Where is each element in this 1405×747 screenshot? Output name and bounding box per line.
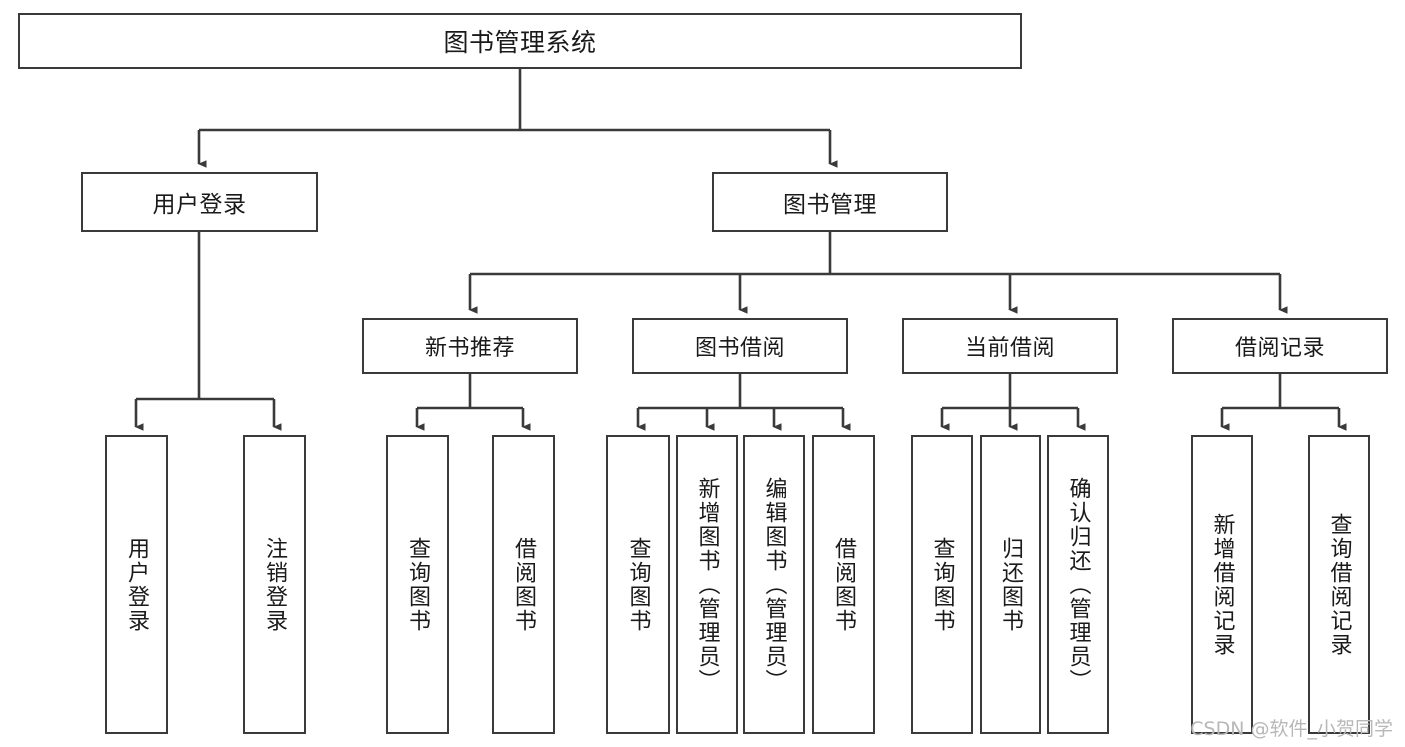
node-leaf-user-login[interactable]: 用户登录: [105, 435, 168, 734]
node-leaf-query-record-label: 查询借阅记录: [1326, 512, 1352, 657]
node-leaf-add-record[interactable]: 新增借阅记录: [1191, 435, 1253, 734]
node-book-borrow-label: 图书借阅: [694, 336, 785, 361]
node-leaf-borrow-book-2[interactable]: 借阅图书: [812, 435, 875, 734]
node-leaf-edit-book-label: 编辑图书（管理员）: [761, 476, 787, 693]
node-borrow-record-label: 借阅记录: [1234, 336, 1325, 361]
node-new-book-recommend-label: 新书推荐: [424, 336, 515, 361]
node-root[interactable]: 图书管理系统: [18, 13, 1022, 69]
node-user-login[interactable]: 用户登录: [81, 172, 318, 232]
node-leaf-confirm-return[interactable]: 确认归还（管理员）: [1047, 435, 1109, 734]
node-leaf-return-book[interactable]: 归还图书: [980, 435, 1041, 734]
node-book-borrow[interactable]: 图书借阅: [632, 318, 848, 374]
node-leaf-user-logout-label: 注销登录: [262, 536, 288, 633]
node-borrow-record[interactable]: 借阅记录: [1172, 318, 1388, 374]
node-leaf-borrow-book-1[interactable]: 借阅图书: [492, 435, 555, 734]
node-leaf-user-logout[interactable]: 注销登录: [243, 435, 306, 734]
node-leaf-query-book-3-label: 查询图书: [929, 536, 955, 633]
node-book-manage-label: 图书管理: [783, 192, 877, 218]
node-leaf-query-record[interactable]: 查询借阅记录: [1308, 435, 1370, 734]
node-book-manage[interactable]: 图书管理: [712, 172, 948, 232]
node-leaf-edit-book[interactable]: 编辑图书（管理员）: [743, 435, 805, 734]
node-leaf-add-record-label: 新增借阅记录: [1209, 512, 1235, 657]
node-leaf-query-book-1[interactable]: 查询图书: [386, 435, 449, 734]
node-leaf-add-book-label: 新增图书（管理员）: [694, 476, 720, 693]
node-root-label: 图书管理系统: [443, 28, 597, 57]
node-user-login-label: 用户登录: [152, 192, 247, 218]
node-leaf-borrow-book-2-label: 借阅图书: [831, 536, 857, 633]
node-leaf-query-book-1-label: 查询图书: [405, 536, 431, 633]
node-leaf-query-book-3[interactable]: 查询图书: [911, 435, 973, 734]
node-current-borrow-label: 当前借阅: [964, 336, 1055, 361]
node-leaf-confirm-return-label: 确认归还（管理员）: [1065, 476, 1091, 693]
node-new-book-recommend[interactable]: 新书推荐: [362, 318, 578, 374]
node-leaf-query-book-2-label: 查询图书: [625, 536, 651, 633]
node-leaf-user-login-label: 用户登录: [124, 536, 150, 633]
node-leaf-add-book[interactable]: 新增图书（管理员）: [676, 435, 738, 734]
node-current-borrow[interactable]: 当前借阅: [902, 318, 1118, 374]
node-leaf-return-book-label: 归还图书: [998, 536, 1024, 633]
node-leaf-borrow-book-1-label: 借阅图书: [511, 536, 537, 633]
node-leaf-query-book-2[interactable]: 查询图书: [606, 435, 670, 734]
